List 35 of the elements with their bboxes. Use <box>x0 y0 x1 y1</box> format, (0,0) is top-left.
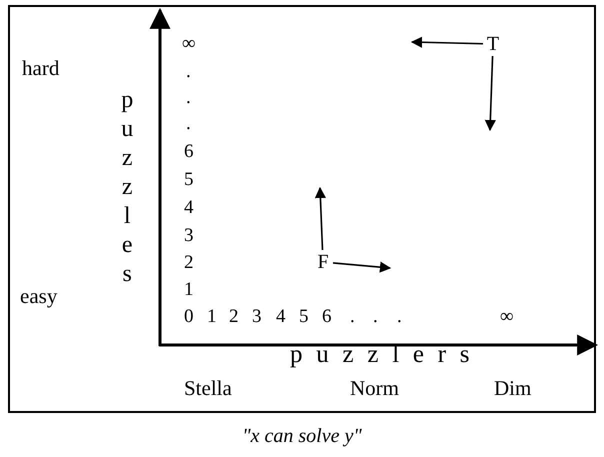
tick-label: . <box>397 307 402 326</box>
arrow <box>410 36 484 48</box>
tick-label: 3 <box>184 226 194 245</box>
axis-label: Dim <box>494 378 532 399</box>
axis-label: hard <box>22 58 60 79</box>
tick-label: 4 <box>184 198 194 217</box>
axis-title: puzzles <box>120 86 134 289</box>
node-letter: F <box>313 250 333 274</box>
tick-label: 1 <box>207 307 216 326</box>
axis-label: Stella <box>184 378 232 399</box>
tick-label: ∞ <box>182 34 196 53</box>
tick-label: ∞ <box>500 307 514 326</box>
tick-label: . <box>186 88 191 107</box>
tick-label: 5 <box>184 170 194 189</box>
tick-label: 6 <box>322 307 332 326</box>
tick-label: 0 <box>184 307 194 326</box>
axis-label: easy <box>20 286 58 307</box>
axis-title: puzzlers <box>290 342 484 367</box>
tick-label: 3 <box>252 307 262 326</box>
arrow <box>314 186 326 250</box>
arrow <box>484 56 496 132</box>
arrow <box>332 262 392 273</box>
tick-label: 2 <box>229 307 238 326</box>
tick-label: 2 <box>184 253 194 272</box>
tick-label: 4 <box>276 307 286 326</box>
tick-label: 6 <box>184 142 194 161</box>
tick-label: 1 <box>184 280 194 299</box>
node-letter: T <box>483 32 503 56</box>
tick-label: 5 <box>299 307 308 326</box>
tick-label: . <box>373 307 378 326</box>
tick-label: . <box>186 114 191 133</box>
axis-label: Norm <box>350 378 399 399</box>
tick-label: . <box>350 307 355 326</box>
caption: "x can solve y" <box>241 426 363 446</box>
tick-label: . <box>186 62 191 81</box>
